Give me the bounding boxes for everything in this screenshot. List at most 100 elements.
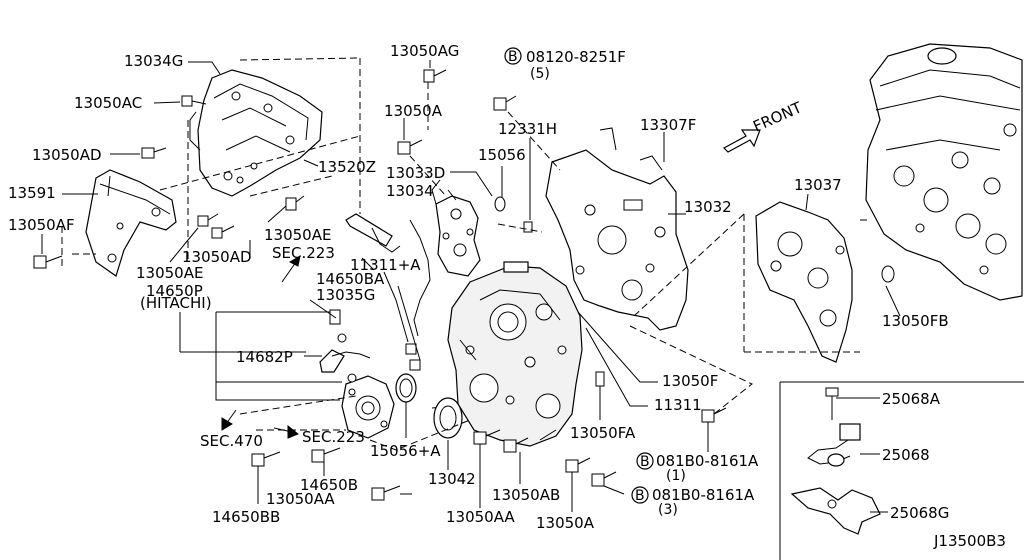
oil-pump-14650P [341,375,395,439]
bolt-13050AD-b [211,225,235,239]
sec470-arrow [221,409,237,431]
label-13050FB: 13050FB [882,312,949,330]
label-13050AD-a: 13050AD [32,146,102,164]
bolt-13050AC [181,95,207,107]
label-12331H: 12331H [498,120,557,138]
bolt-081B0-b [591,471,617,487]
bolt-13050AE-a [197,213,219,227]
bolt-13050A-a [397,139,423,155]
sec223-arrow-right [273,424,299,439]
gasket-13037 [755,201,853,363]
label-13037: 13037 [794,176,842,194]
part-labels: 13034G 13050AC 13050AD 13591 13050AF 130… [8,42,1006,550]
label-13050A-a: 13050A [384,102,443,120]
oil-seal-13042 [433,397,463,439]
o-ring-15056A [395,373,417,403]
label-13050AG: 13050AG [390,42,459,60]
bolts [33,69,727,501]
label-13050AA-b: 13050AA [446,508,515,526]
circle-b-icon: B [636,452,654,470]
circle-b-label: B [635,488,645,504]
bolt-13050FA [595,371,605,387]
dowel-15056 [494,196,506,212]
label-081B0-a-qty: (1) [666,468,686,484]
label-11311: 11311 [654,396,702,414]
bolt-13050A-b [565,457,591,473]
label-13050AF: 13050AF [8,216,75,234]
bolt-14650BA [405,343,417,355]
pin-12331H [523,221,533,233]
dashed-lines [61,57,868,451]
label-13034G: 13034G [124,52,183,70]
label-13033D: 13033D [386,164,445,182]
bolt-08120 [493,95,517,111]
label-14650P: 14650P [146,282,203,300]
label-13591: 13591 [8,184,56,202]
label-13042: 13042 [428,470,476,488]
label-081B0-b: 081B0-8161A [652,486,755,504]
bolt-081B0-a [701,407,727,423]
label-15056: 15056 [478,146,526,164]
label-front: FRONT [750,98,805,136]
label-sec470: SEC.470 [200,432,263,450]
label-hitachi: (HITACHI) [140,294,212,312]
chain-guide-13520Z [345,213,401,253]
label-13050A-b: 13050A [536,514,595,532]
label-13520Z: 13520Z [318,158,376,176]
label-25068A: 25068A [882,390,941,408]
label-14682P: 14682P [236,348,293,366]
label-25068: 25068 [882,446,930,464]
label-13050AE-a: 13050AE [136,264,203,282]
circle-b-label: B [640,454,650,470]
bolt-13050AE-b [285,195,305,211]
sensor-25068 [807,423,861,467]
bolt-13035G [409,359,421,371]
bolt-13050AD-a [141,147,167,159]
label-sec223-b: SEC.223 [302,428,365,446]
sec223-arrow-up [281,254,301,283]
circle-b-label: B [508,49,518,65]
front-cover-13591 [85,169,177,277]
label-14650B: 14650B [300,476,358,494]
bracket-25068G [790,487,881,535]
label-13050AB: 13050AB [492,486,560,504]
circle-b-icon: B [504,47,522,65]
bolt-13050AA-a [371,485,401,501]
label-13050AE-b: 13050AE [264,226,331,244]
label-13035G: 13035G [316,286,375,304]
sensor-bolt-25068A [825,387,839,420]
label-13307F: 13307F [640,116,696,134]
bolt-13050AF [33,255,63,269]
bolt-14650BB [251,451,281,467]
gasket-13032 [545,127,689,331]
label-08120-qty: (5) [530,66,550,82]
label-081B0-a: 081B0-8161A [656,452,759,470]
housing-13033D [409,179,481,337]
label-13050AC: 13050AC [74,94,142,112]
label-13050AA-a: 13050AA [266,490,335,508]
leader-lines [41,60,901,512]
label-14650BB: 14650BB [212,508,280,526]
bolt-13050AB [503,437,529,453]
label-15056A: 15056+A [370,442,441,460]
bolt-14650B [311,447,341,463]
label-08120-8251F: 08120-8251F [526,48,626,66]
label-13050FA: 13050FA [570,424,636,442]
main-front-cover [431,261,583,447]
label-25068G: 25068G [890,504,949,522]
label-sec223-a: SEC.223 [272,244,335,262]
diagram-id: J13500B3 [933,532,1006,550]
label-14650BA: 14650BA [316,270,385,288]
front-arrow [723,129,761,153]
bolt-13050AG [423,69,447,83]
upper-timing-cover-13034G [189,69,323,197]
label-081B0-b-qty: (3) [658,502,678,518]
circle-b-icon: B [631,486,649,504]
label-13034: 13034 [386,182,434,200]
engine-block [865,43,1023,301]
label-11311A: 11311+A [350,256,421,274]
inset-box [779,381,1024,560]
label-13050AD-b: 13050AD [182,248,252,266]
label-13050F: 13050F [662,372,718,390]
